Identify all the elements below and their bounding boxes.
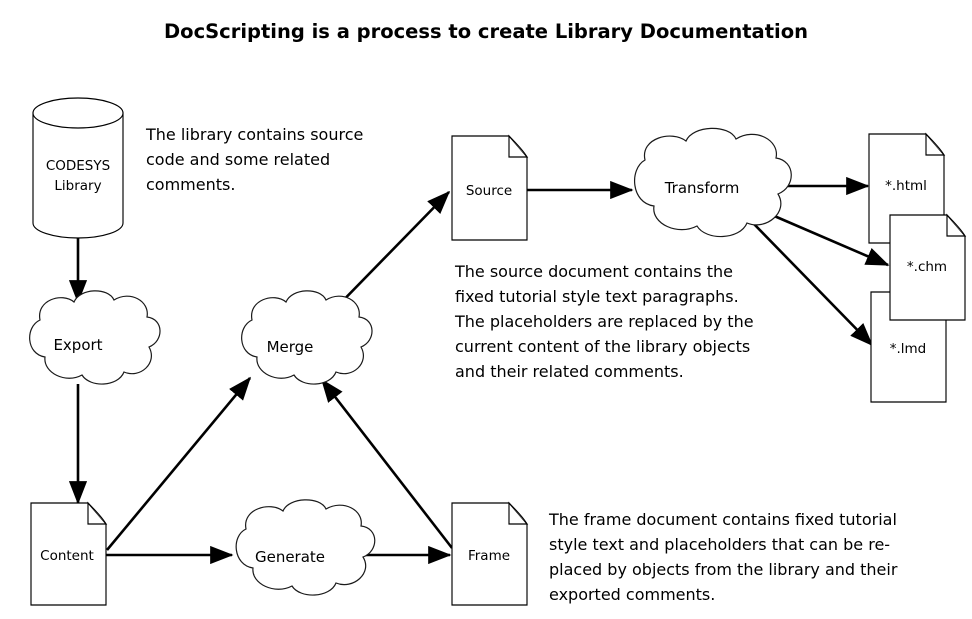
annotation-frame-line-4: exported comments.: [549, 585, 715, 604]
cloud-shape-merge: [241, 290, 373, 385]
node-label-generate: Generate: [255, 548, 325, 566]
document-fold-curve-frame: [508, 502, 528, 525]
node-label-html: *.html: [885, 178, 927, 194]
node-generate[interactable]: Generate: [235, 499, 376, 596]
cloud-shape-generate: [235, 499, 376, 596]
document-body-frame: [451, 502, 528, 606]
cloud-shape-transform: [633, 127, 792, 238]
document-fold-curve-chm: [946, 214, 966, 237]
annotation-source-line-2: fixed tutorial style text paragraphs.: [455, 287, 739, 306]
document-body-chm: [889, 214, 966, 321]
node-label-merge: Merge: [267, 338, 314, 356]
annotation-frame-line-2: style text and placeholders that can be …: [549, 535, 890, 554]
annotation-library-line-1: The library contains source: [145, 125, 363, 144]
node-output-chm[interactable]: *.chm: [889, 213, 967, 321]
document-body-source: [451, 135, 528, 241]
annotation-frame-note: The frame document contains fixed tutori…: [548, 510, 898, 604]
document-fold-curve-html: [925, 133, 945, 156]
annotation-library-note: The library contains source code and som…: [145, 125, 363, 194]
annotation-library-line-2: code and some related: [146, 150, 330, 169]
connector-frame-to-merge: [320, 378, 454, 549]
node-label-library-line2: Library: [54, 178, 101, 194]
annotation-frame-line-3: placed by objects from the library and t…: [549, 560, 898, 579]
annotation-source-line-4: current content of the library objects: [455, 337, 750, 356]
node-export[interactable]: Export: [29, 290, 161, 385]
document-body-content: [30, 502, 107, 606]
node-label-lmd: *.lmd: [890, 341, 927, 357]
annotation-source-line-3: The placeholders are replaced by the: [454, 312, 754, 331]
connector-group: [68, 176, 890, 565]
node-label-library-line1: CODESYS: [46, 158, 110, 174]
cylinder-body: [32, 112, 124, 239]
annotation-source-note: The source document contains the fixed t…: [454, 262, 754, 381]
document-fold-curve-source: [508, 135, 528, 158]
connector-transform-to-lmd: [751, 221, 874, 347]
page-title: DocScripting is a process to create Libr…: [164, 20, 808, 43]
connector-content-to-merge: [106, 376, 251, 551]
node-label-chm: *.chm: [907, 259, 947, 275]
node-frame-document[interactable]: Frame: [451, 501, 529, 606]
annotation-source-line-1: The source document contains the: [454, 262, 733, 281]
node-source-document[interactable]: Source: [451, 134, 529, 241]
connector-transform-to-chm: [764, 210, 890, 267]
node-label-source: Source: [466, 183, 512, 199]
node-codesys-library[interactable]: CODESYS Library: [32, 97, 124, 239]
annotation-frame-line-1: The frame document contains fixed tutori…: [548, 510, 897, 529]
annotation-library-line-3: comments.: [146, 175, 235, 194]
node-merge[interactable]: Merge: [241, 290, 373, 385]
annotation-source-line-5: and their related comments.: [455, 362, 684, 381]
connector-merge-to-source: [326, 190, 451, 318]
node-label-transform: Transform: [664, 179, 740, 197]
cloud-shape-export: [29, 290, 161, 385]
document-fold-curve-content: [87, 502, 107, 525]
cylinder-top: [32, 97, 124, 129]
node-content-document[interactable]: Content: [30, 501, 108, 606]
node-label-content: Content: [40, 548, 94, 564]
node-label-export: Export: [53, 336, 102, 354]
node-label-frame: Frame: [468, 548, 510, 564]
node-transform[interactable]: Transform: [633, 127, 792, 238]
